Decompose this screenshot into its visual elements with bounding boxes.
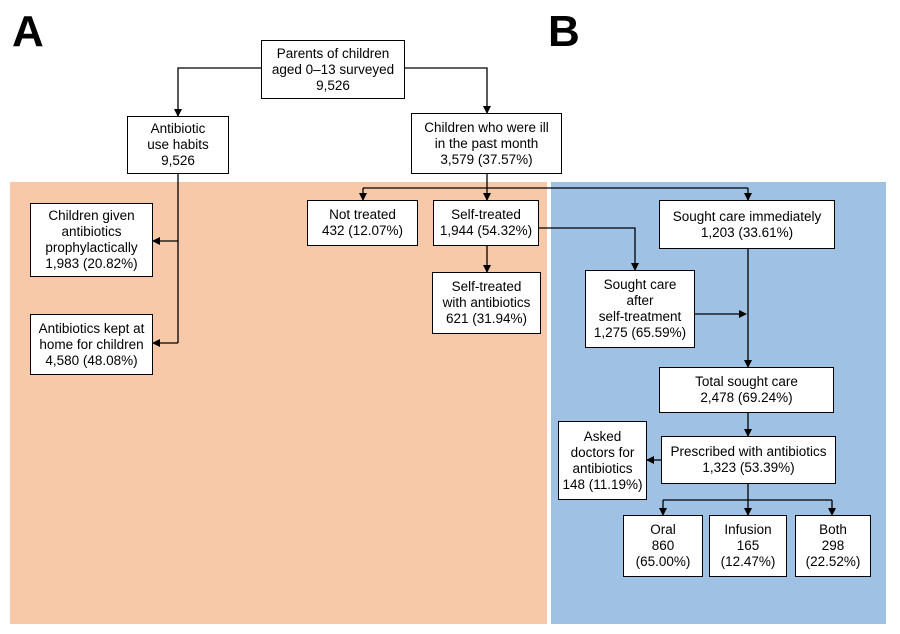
asked-doctors-box: Asked doctors for antibiotics 148 (11.19… bbox=[558, 421, 647, 500]
kept-at-home-box: Antibiotics kept at home for children 4,… bbox=[30, 314, 153, 375]
prescribed-antibiotics-box: Prescribed with antibiotics 1,323 (53.39… bbox=[661, 436, 836, 484]
panel-b-label: B bbox=[548, 7, 580, 56]
oral-box: Oral 860 (65.00%) bbox=[623, 515, 703, 577]
self-treated-antibiotics-box: Self-treated with antibiotics 621 (31.94… bbox=[432, 272, 541, 334]
both-box: Both 298 (22.52%) bbox=[795, 515, 871, 577]
sought-care-immediately-box: Sought care immediately 1,203 (33.61%) bbox=[659, 200, 835, 249]
arrow-to-use-habits bbox=[174, 67, 261, 117]
self-treated-box: Self-treated 1,944 (54.32%) bbox=[433, 200, 539, 246]
antibiotic-use-habits-box: Antibiotic use habits 9,526 bbox=[127, 116, 229, 174]
given-prophylactically-box: Children given antibiotics prophylactica… bbox=[30, 203, 153, 277]
panel-a-label: A bbox=[12, 7, 44, 56]
arrow-to-children-ill bbox=[405, 67, 491, 114]
parents-surveyed-box: Parents of children aged 0–13 surveyed 9… bbox=[261, 40, 405, 99]
children-ill-box: Children who were ill in the past month … bbox=[411, 113, 562, 174]
sought-care-after-box: Sought care after self-treatment 1,275 (… bbox=[585, 270, 695, 348]
total-sought-care-box: Total sought care 2,478 (69.24%) bbox=[659, 367, 834, 413]
not-treated-box: Not treated 432 (12.07%) bbox=[307, 200, 418, 246]
infusion-box: Infusion 165 (12.47%) bbox=[709, 515, 787, 577]
